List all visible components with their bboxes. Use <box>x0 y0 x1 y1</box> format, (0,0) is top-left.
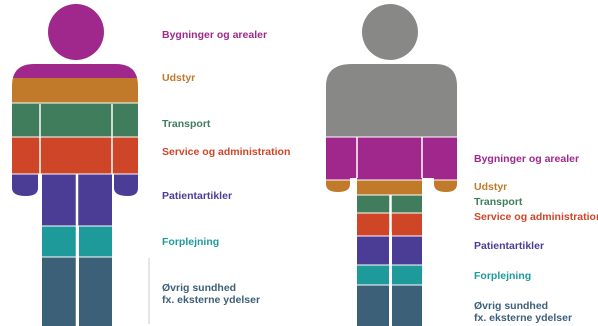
left-label-other: Øvrig sundhed fx. eksterne ydelser <box>162 282 260 306</box>
left-band-patient <box>12 174 138 226</box>
left-band-service <box>12 137 138 174</box>
left-label-food: Forplejning <box>162 236 220 248</box>
left-band-buildings <box>12 64 138 78</box>
left-band-equipment <box>12 78 138 103</box>
left-band-food <box>12 226 138 257</box>
left-label-other-line2: fx. eksterne ydelser <box>162 294 261 306</box>
left-label-transport: Transport <box>162 118 211 130</box>
left-label-service: Service og administration <box>162 146 291 158</box>
left-band-other <box>12 257 138 326</box>
left-label-patient: Patientartikler <box>162 190 233 202</box>
left-head-buildings <box>48 4 104 60</box>
left-label-other-line1: Øvrig sundhed <box>162 282 237 294</box>
left-label-equipment: Udstyr <box>162 72 196 84</box>
left-band-transport <box>12 103 138 137</box>
left-label-buildings: Bygninger og arealer <box>162 29 268 41</box>
